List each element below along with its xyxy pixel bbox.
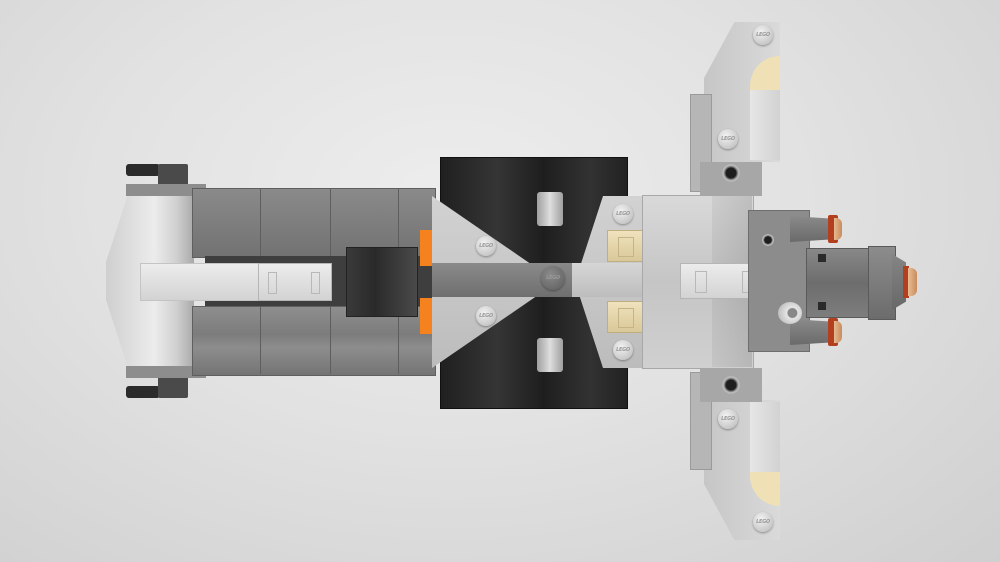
wing-bottom-stud-2: LEGO bbox=[753, 512, 773, 532]
main-engine bbox=[806, 246, 920, 320]
side-thruster-bottom bbox=[790, 316, 846, 348]
rear-round-pin bbox=[778, 302, 802, 324]
rear-pin-hole-top bbox=[762, 234, 774, 246]
wing-top-stud-1: LEGO bbox=[753, 25, 773, 45]
wing-bottom-pin-hole bbox=[722, 376, 740, 394]
spine-tile-grille bbox=[258, 263, 332, 301]
wing-top-stud-2: LEGO bbox=[718, 129, 738, 149]
side-thruster-top bbox=[790, 213, 846, 245]
spine-tile-front bbox=[140, 263, 260, 301]
wedge-stud-top: LEGO bbox=[476, 236, 496, 256]
nose-brace-top bbox=[126, 184, 206, 196]
spine-bar-light bbox=[572, 263, 644, 297]
black-clip-block bbox=[346, 247, 418, 317]
nose-brace-bottom bbox=[126, 366, 206, 378]
wedge-right-stud-bottom: LEGO bbox=[613, 340, 633, 360]
wing-top-pin-hole bbox=[722, 164, 740, 182]
wedge-right-stud-top: LEGO bbox=[613, 204, 633, 224]
center-pin-top bbox=[537, 192, 563, 226]
center-pin-bottom bbox=[537, 338, 563, 372]
wing-bottom-stud-1: LEGO bbox=[718, 409, 738, 429]
tan-tile-top bbox=[607, 230, 643, 262]
hull-body-top bbox=[192, 188, 436, 258]
hull-body-bottom bbox=[192, 306, 436, 376]
tan-tile-bottom bbox=[607, 301, 643, 333]
spine-center-stud: LEGO bbox=[541, 266, 565, 290]
wedge-stud-bottom: LEGO bbox=[476, 306, 496, 326]
